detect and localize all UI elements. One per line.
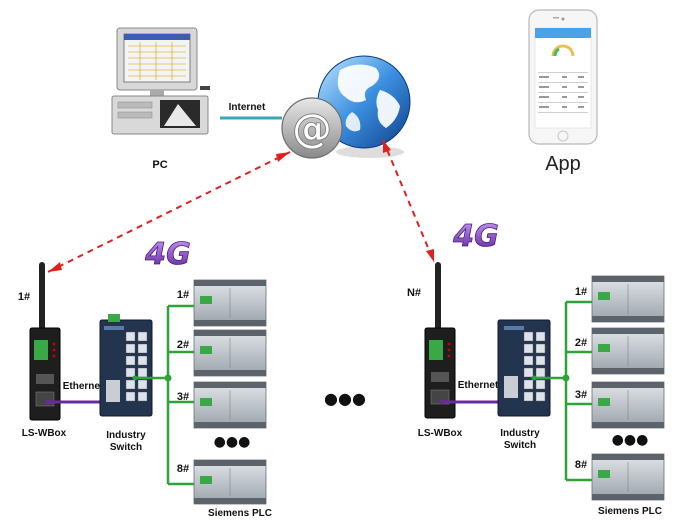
switch-label-line2-siteN: Switch bbox=[504, 440, 536, 451]
wireless-link-site1 bbox=[47, 151, 291, 273]
industry-switch-site1 bbox=[99, 314, 153, 417]
plc-siteN-1 bbox=[591, 275, 665, 323]
pc-label: PC bbox=[152, 159, 167, 171]
antenna-icon bbox=[435, 262, 441, 330]
antenna-icon bbox=[39, 262, 45, 330]
plc-id-site1-8: 8# bbox=[177, 463, 189, 475]
lswbox-label-siteN: LS-WBox bbox=[418, 428, 463, 439]
plc-siteN-3 bbox=[591, 381, 665, 429]
wireless-link-siteN bbox=[382, 139, 435, 263]
plc-site1-3 bbox=[193, 381, 267, 429]
internet-globe: @ bbox=[281, 55, 411, 159]
svg-text:@: @ bbox=[292, 106, 332, 152]
four-g-badge-siteN: 4G bbox=[410, 219, 499, 254]
site1-id-label: 1# bbox=[18, 291, 30, 303]
plc-group-label-site1: Siemens PLC bbox=[208, 508, 272, 519]
plc-id-site1-2: 2# bbox=[177, 339, 189, 351]
plc-dots-site1: ●●● bbox=[214, 434, 251, 450]
plc-bus-siteN bbox=[534, 300, 594, 482]
switch-label-line1-site1: Industry bbox=[106, 430, 146, 441]
plc-dots-siteN: ●●● bbox=[612, 432, 649, 448]
svg-text:4G: 4G bbox=[144, 237, 191, 272]
ethernet-label-siteN: Ethernet bbox=[458, 380, 499, 391]
pc-group bbox=[111, 27, 210, 135]
plc-bus-site1 bbox=[135, 304, 196, 486]
plc-site1-2 bbox=[193, 329, 267, 377]
plc-id-siteN-3: 3# bbox=[575, 389, 587, 401]
siteN-id-label: N# bbox=[407, 287, 421, 299]
arrowhead-siteN-top bbox=[383, 140, 391, 153]
app-label: App bbox=[545, 153, 581, 175]
sites-ellipsis: ●●● bbox=[324, 389, 366, 408]
four-g-badge-site1: 4G bbox=[96, 237, 191, 272]
at-icon: @ bbox=[281, 97, 343, 159]
plc-siteN-8 bbox=[591, 453, 665, 501]
industry-switch-siteN bbox=[497, 319, 551, 417]
svg-text:4G: 4G bbox=[452, 219, 499, 254]
switch-label-line2-site1: Switch bbox=[110, 442, 142, 453]
switch-label-line1-siteN: Industry bbox=[500, 428, 540, 439]
plc-id-siteN-1: 1# bbox=[575, 286, 587, 298]
plc-id-site1-3: 3# bbox=[177, 391, 189, 403]
arrowhead-site1-bottom bbox=[48, 262, 62, 272]
plc-group-label-siteN: Siemens PLC bbox=[598, 506, 662, 517]
lswbox-siteN bbox=[424, 262, 456, 419]
lswbox-label-site1: LS-WBox bbox=[22, 428, 67, 439]
arrowhead-site1-top bbox=[276, 152, 290, 162]
internet-label: Internet bbox=[229, 102, 266, 113]
ethernet-label-site1: Ethernet bbox=[63, 381, 104, 392]
phone-group bbox=[528, 9, 598, 145]
plc-id-site1-1: 1# bbox=[177, 289, 189, 301]
plc-site1-8 bbox=[193, 459, 267, 505]
plc-siteN-2 bbox=[591, 327, 665, 375]
plc-id-siteN-2: 2# bbox=[575, 337, 587, 349]
plc-id-siteN-8: 8# bbox=[575, 459, 587, 471]
plc-site1-1 bbox=[193, 279, 267, 327]
arrowhead-siteN-bottom bbox=[426, 249, 434, 262]
lswbox-site1 bbox=[29, 262, 61, 421]
